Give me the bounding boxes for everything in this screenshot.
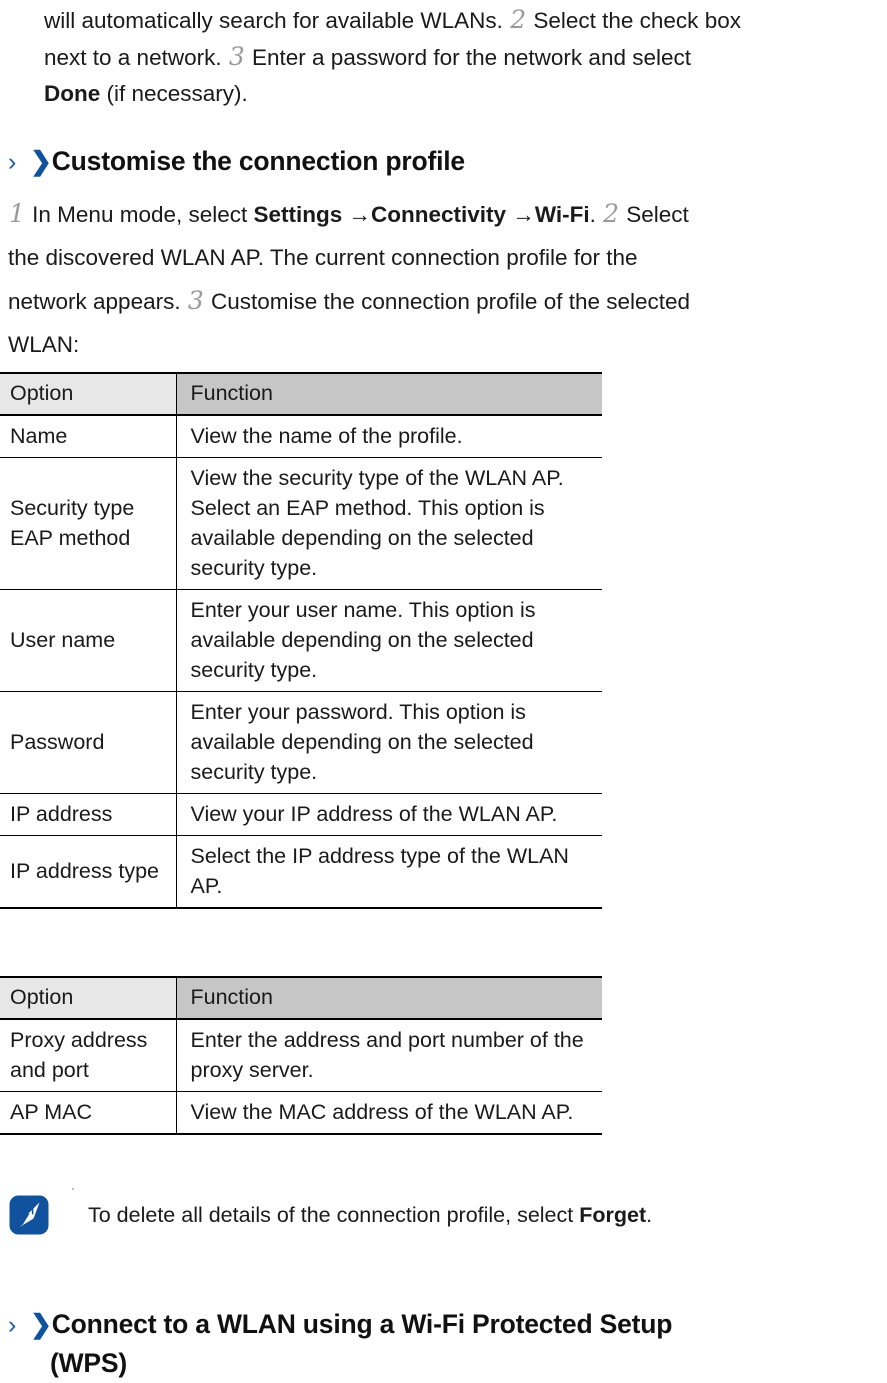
step-number: 3 bbox=[228, 42, 245, 71]
run-text: Customise the connection profile of the … bbox=[204, 289, 691, 314]
heading-wps-text-line2: (WPS) bbox=[50, 1348, 128, 1378]
cell-option: Name bbox=[0, 415, 177, 458]
cell-function: View the MAC address of the WLAN AP. bbox=[176, 1091, 602, 1135]
heading-customise-text: Customise the connection profile bbox=[51, 146, 465, 176]
table-header-row: Option Function bbox=[0, 372, 602, 416]
cell-option: IP address bbox=[0, 793, 177, 836]
text-line: the discovered WLAN AP. The current conn… bbox=[8, 236, 887, 279]
heading-wps-text-line1: Connect to a WLAN using a Wi-Fi Protecte… bbox=[51, 1309, 673, 1339]
cell-function: View the name of the profile. bbox=[176, 415, 602, 458]
note-text-after: . bbox=[646, 1203, 653, 1227]
step-number: 1 bbox=[9, 199, 25, 228]
text-line: will automatically search for available … bbox=[44, 2, 887, 39]
note-text-bold: Forget bbox=[579, 1203, 647, 1227]
chevron-right-bold-icon: ❯ bbox=[30, 1309, 52, 1339]
text-line: Done (if necessary). bbox=[44, 76, 887, 112]
run-text: the discovered WLAN AP. The current conn… bbox=[8, 245, 638, 270]
emphasis-text: Settings →Connectivity →Wi-Fi bbox=[253, 202, 590, 227]
body-paragraph-steps: 1 In Menu mode, select Settings →Connect… bbox=[8, 192, 887, 366]
cell-option: Proxy address and port bbox=[0, 1019, 177, 1092]
chevron-right-thin-icon: › bbox=[8, 148, 17, 176]
cell-function: Enter your user name. This option is ava… bbox=[176, 589, 602, 692]
cell-function: Enter the address and port number of the… bbox=[176, 1019, 602, 1092]
run-text: WLAN: bbox=[8, 332, 80, 357]
run-text: will automatically search for available … bbox=[44, 8, 510, 33]
cell-option: User name bbox=[0, 589, 177, 692]
cell-option: AP MAC bbox=[0, 1091, 177, 1135]
run-text: Select bbox=[620, 202, 689, 227]
column-header-function: Function bbox=[176, 976, 602, 1020]
section-heading-customise-connection-profile: › ❯Customise the connection profile bbox=[8, 142, 878, 181]
cell-function: View your IP address of the WLAN AP. bbox=[176, 793, 602, 836]
intro-paragraph: will automatically search for available … bbox=[44, 2, 887, 112]
text-line: network appears. 3 Customise the connect… bbox=[8, 279, 887, 323]
cell-option: Security type EAP method bbox=[0, 457, 177, 590]
column-header-option: Option bbox=[0, 976, 177, 1020]
column-header-option: Option bbox=[0, 372, 177, 416]
chevron-right-bold-icon: ❯ bbox=[30, 146, 52, 176]
run-text: network appears. bbox=[8, 289, 187, 314]
run-text: . bbox=[589, 202, 603, 227]
cell-option: Password bbox=[0, 691, 177, 794]
step-number: 3 bbox=[187, 286, 204, 315]
run-text: (if necessary). bbox=[100, 81, 248, 106]
note-callout: To delete all details of the connection … bbox=[8, 1190, 887, 1236]
note-pen-icon bbox=[8, 1194, 50, 1236]
run-text: Enter a password for the network and sel… bbox=[245, 45, 691, 70]
cell-function: Select the IP address type of the WLAN A… bbox=[176, 835, 602, 909]
cell-function: Enter your password. This option is avai… bbox=[176, 691, 602, 794]
step-number: 2 bbox=[603, 199, 620, 228]
cell-option: IP address type bbox=[0, 835, 177, 909]
emphasis-text: Done bbox=[44, 81, 101, 106]
run-text: Select the check box bbox=[527, 8, 741, 33]
chevron-right-thin-icon: › bbox=[8, 1311, 17, 1339]
table-header-row: Option Function bbox=[0, 976, 602, 1020]
cell-function: View the security type of the WLAN AP. S… bbox=[176, 457, 602, 590]
text-line: WLAN: bbox=[8, 323, 887, 366]
section-heading-connect-wlan-wps: › ❯Connect to a WLAN using a Wi-Fi Protec… bbox=[8, 1305, 887, 1382]
run-text: In Menu mode, select bbox=[25, 202, 254, 227]
column-header-function: Function bbox=[176, 372, 602, 416]
note-marker-dot bbox=[72, 1188, 74, 1190]
text-line: 1 In Menu mode, select Settings →Connect… bbox=[8, 192, 887, 236]
run-text: next to a network. bbox=[44, 45, 228, 70]
note-text: To delete all details of the connection … bbox=[50, 1190, 652, 1232]
note-text-before: To delete all details of the connection … bbox=[88, 1203, 580, 1227]
step-number: 2 bbox=[510, 5, 527, 34]
text-line: next to a network. 3 Enter a password fo… bbox=[44, 39, 887, 76]
